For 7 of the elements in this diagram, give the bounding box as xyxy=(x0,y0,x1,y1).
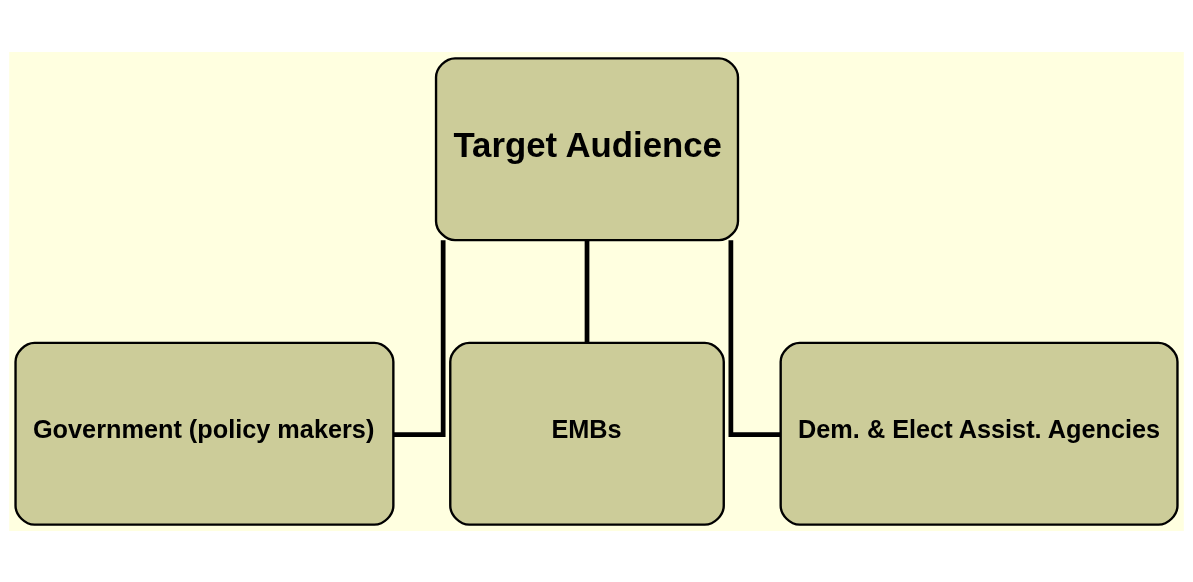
node-box: EMBs xyxy=(449,341,725,526)
connector xyxy=(393,239,446,437)
node-box: Government (policy makers) xyxy=(14,341,395,526)
connector xyxy=(584,240,590,343)
node-box: Target Audience xyxy=(434,56,740,241)
connector xyxy=(728,239,781,437)
node-box: Dem. & Elect Assist. Agencies xyxy=(779,341,1179,526)
